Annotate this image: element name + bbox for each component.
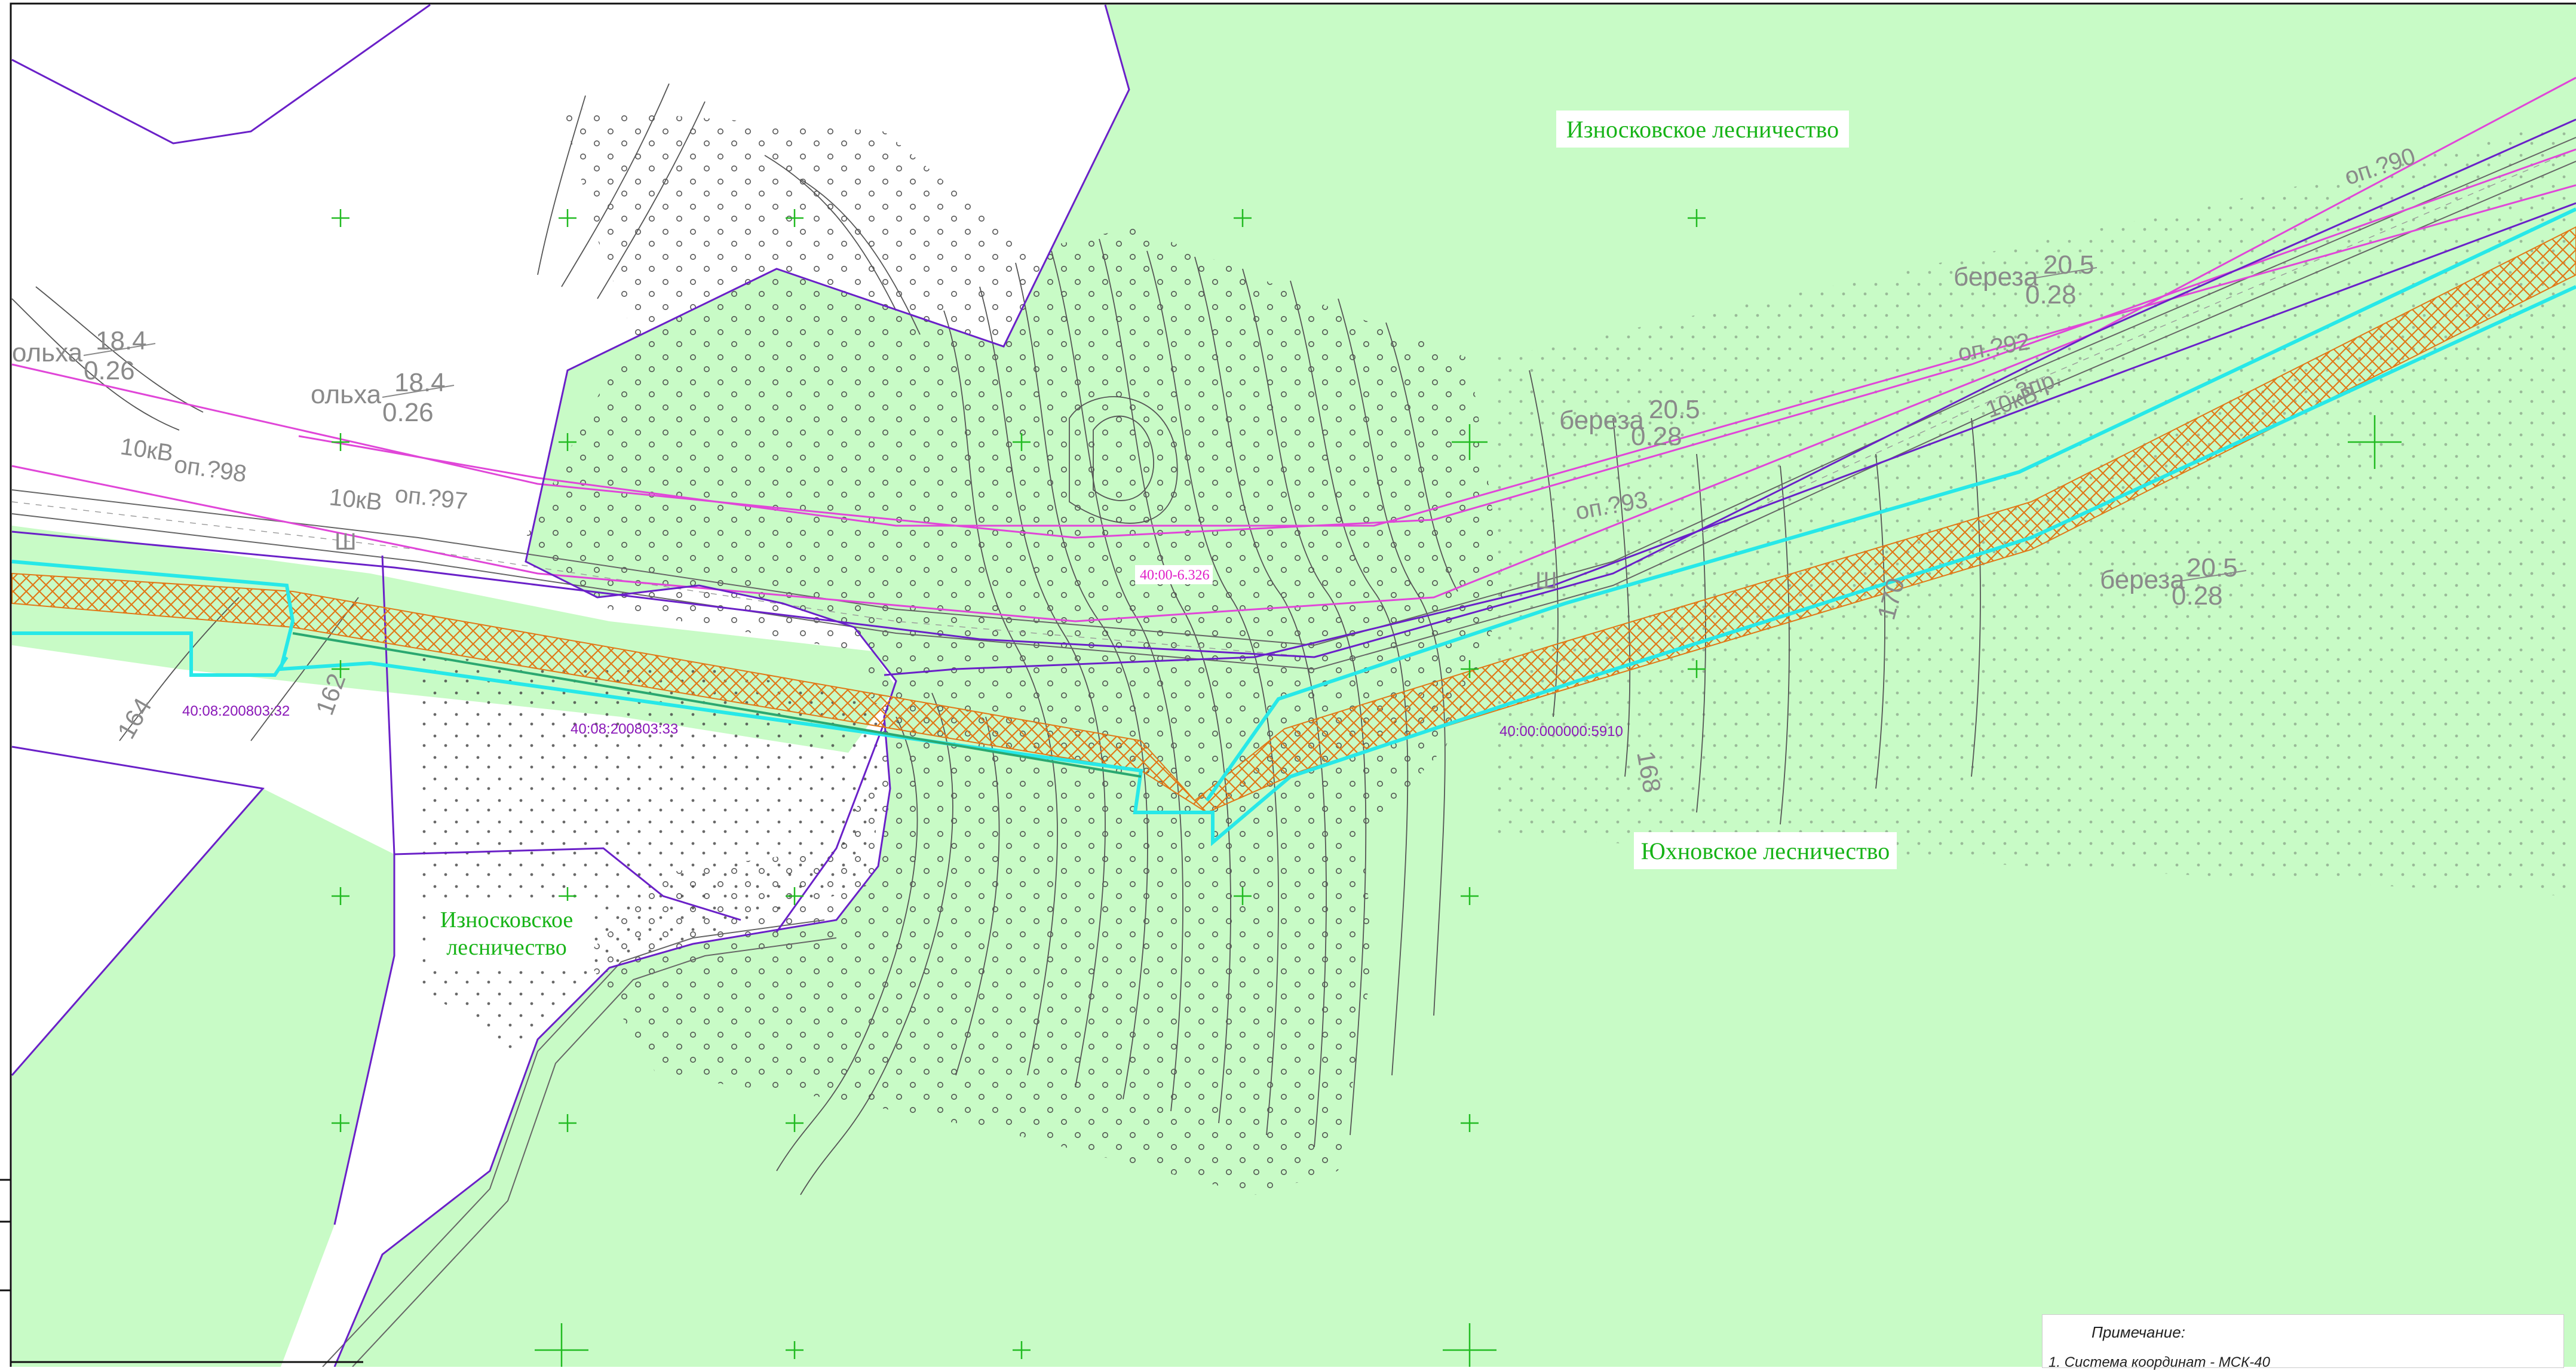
forestry-label-iznoskovskoe-south-1: Износковское	[440, 907, 574, 933]
power-lines	[11, 76, 2576, 622]
access-road-edge	[352, 937, 837, 1367]
svg-text:0.28: 0.28	[1631, 422, 1682, 451]
cadastral-label-parcel-5910: 40:00:000000:5910	[1499, 723, 1623, 740]
svg-text:ольха: ольха	[311, 380, 382, 409]
tree-label-bereza-ne: береза 20.5 0.28	[1954, 250, 2097, 309]
forest-area-southwest	[12, 789, 394, 1367]
tree-label-bereza-east: береза 20.5 0.28	[2100, 553, 2247, 611]
svg-text:0.26: 0.26	[382, 398, 434, 427]
grid-crosses	[332, 209, 2402, 1367]
label-kv10-center: 10кВ	[328, 484, 384, 516]
label-pipe-gas-1: Ш	[335, 529, 357, 555]
forestry-label-yukhnovskoe: Юхновское лесничество	[1641, 838, 1890, 864]
corridor-border-north	[12, 207, 2576, 802]
corridor-hatch	[11, 226, 2576, 814]
contour-lines	[11, 83, 1981, 1195]
title-block-stub	[0, 1179, 363, 1363]
svg-text:0.28: 0.28	[2172, 581, 2223, 611]
svg-text:20.5: 20.5	[2186, 553, 2238, 582]
notes-title: Примечание:	[2092, 1323, 2185, 1341]
forest-boundaries	[11, 4, 2576, 1367]
label-pipe-gas-2: Ш	[1535, 568, 1557, 594]
forestry-label-bg-north	[1556, 111, 1849, 148]
notes-panel: Примечание: 1. Система координат - МСК-4…	[2042, 1314, 2564, 1370]
svg-text:18.4: 18.4	[394, 368, 446, 397]
cadastral-label-parcel-33: 40:08:200803:33	[571, 721, 678, 737]
svg-text:0.26: 0.26	[84, 356, 135, 385]
tree-label-bereza-center: береза 20.5 0.28	[1559, 395, 1700, 451]
svg-text:0.28: 0.28	[2025, 280, 2077, 309]
scrub-texture	[526, 108, 1505, 1195]
tree-label-olha-center: ольха 18.4 0.26	[311, 368, 455, 427]
svg-text:20.5: 20.5	[1649, 395, 1700, 424]
forestry-label-bg-south	[425, 901, 588, 964]
cadastral-label-bg-326	[1135, 565, 1213, 584]
access-road	[322, 919, 825, 1367]
svg-text:ольха: ольха	[12, 338, 83, 367]
forestry-label-iznoskovskoe-south-2: лесничество	[446, 935, 566, 960]
cadastral-label-parcel-326: 40:00-6.326	[1140, 568, 1210, 583]
tree-label-olha-west: ольха 18.4 0.26	[12, 326, 156, 385]
corridor-border	[11, 285, 2576, 846]
cadastral-strip	[292, 632, 1142, 778]
forestry-label-bg-yukhnovskoe	[1634, 832, 1897, 869]
map-frame	[10, 2, 2576, 1367]
svg-text:18.4: 18.4	[96, 326, 147, 355]
cadastral-label-parcel-32: 40:08:200803:32	[182, 703, 290, 719]
forestry-label-iznoskovskoe-north: Износковское лесничество	[1566, 116, 1839, 143]
svg-text:береза: береза	[2100, 565, 2185, 594]
svg-text:береза: береза	[1954, 262, 2038, 292]
notes-line-1: 1. Система координат - МСК-40	[2048, 1354, 2270, 1370]
svg-text:береза: береза	[1559, 406, 1644, 435]
